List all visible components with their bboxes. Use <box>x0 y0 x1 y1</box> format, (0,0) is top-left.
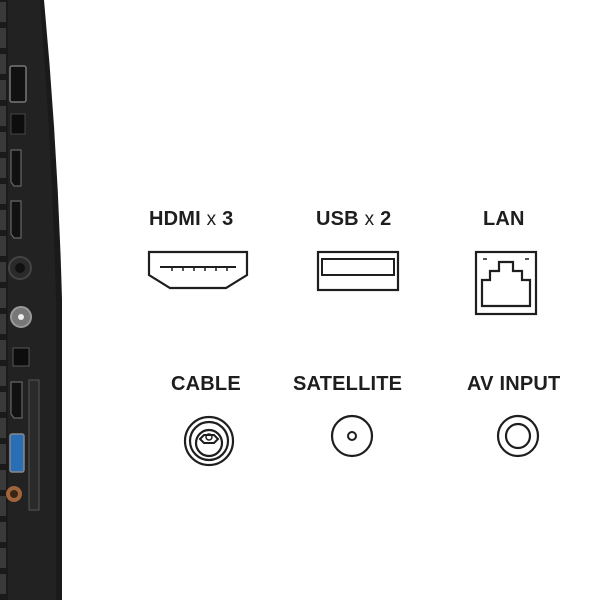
hdmi-name: HDMI <box>149 208 201 230</box>
cable-label: CABLE <box>171 373 241 396</box>
satellite-port-icon <box>330 414 374 458</box>
hdmi-label: HDMI x 3 <box>149 208 233 231</box>
tv-side-panel <box>0 0 62 600</box>
lan-name: LAN <box>483 208 525 230</box>
usb-mult: x <box>364 209 375 230</box>
usb-count: 2 <box>380 208 392 230</box>
usb-port-icon <box>316 250 400 292</box>
satellite-name: SATELLITE <box>293 373 403 395</box>
av-input-port-icon <box>496 414 540 458</box>
satellite-label: SATELLITE <box>293 373 402 396</box>
coaxial-cable-port-icon <box>183 415 235 467</box>
usb-name: USB <box>316 208 359 230</box>
cable-name: CABLE <box>171 373 241 395</box>
usb-label: USB x 2 <box>316 208 391 231</box>
hdmi-count: 3 <box>222 208 234 230</box>
av-input-name: AV INPUT <box>467 373 561 395</box>
av-input-label: AV INPUT <box>467 373 560 396</box>
ethernet-port-icon <box>474 250 538 316</box>
hdmi-mult: x <box>206 209 217 230</box>
lan-label: LAN <box>483 208 525 231</box>
hdmi-port-icon <box>147 250 249 290</box>
